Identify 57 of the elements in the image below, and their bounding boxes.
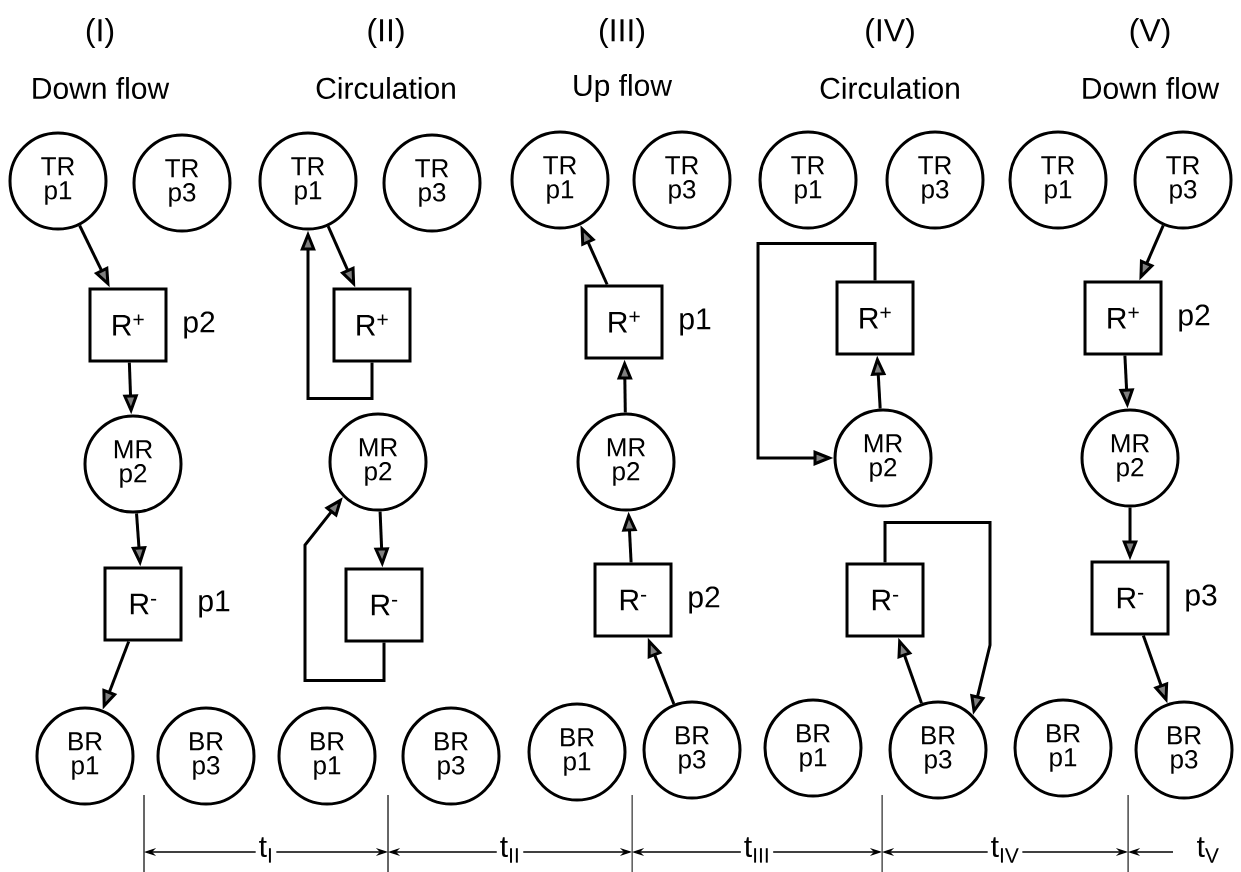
circle-node: BR p1 (763, 698, 863, 798)
dimension-label: t$_{IV}$ (987, 834, 1023, 866)
circle-node: TR p1 (758, 130, 858, 230)
circle-node: BR p3 (1134, 700, 1234, 800)
side-label: p1 (680, 308, 711, 336)
column-title: Up flow (574, 74, 673, 102)
circle-node: BR p3 (642, 700, 742, 800)
circle-node: BR p3 (156, 706, 256, 806)
circle-node: BR p1 (527, 702, 627, 802)
column-title: Circulation (820, 77, 959, 99)
dimension-label: t$_{I}$ (255, 834, 277, 866)
circle-node: MR p2 (83, 414, 183, 514)
circle-node: BR p1 (277, 706, 377, 806)
box-node: R$^{-}$ (344, 567, 424, 643)
box-node: R$^{+}$ (332, 287, 412, 363)
circle-node: TR p1 (1008, 130, 1108, 230)
side-label: p2 (689, 586, 720, 614)
box-node: R$^{+}$ (584, 284, 664, 360)
circle-node: MR p2 (833, 408, 933, 508)
box-node: R$^{-}$ (103, 566, 183, 642)
column-number: (II) (368, 18, 404, 48)
box-node: R$^{-}$ (845, 562, 925, 638)
circle-node: TR p3 (885, 130, 985, 230)
column-number: (IV) (866, 18, 914, 48)
circle-node: BR p1 (35, 706, 135, 806)
box-node: R$^{-}$ (593, 562, 673, 638)
side-label: p3 (1186, 584, 1217, 612)
column-title: Circulation (316, 77, 455, 99)
box-node: R$^{+}$ (835, 280, 915, 356)
arrow (756, 242, 877, 466)
circle-node: BR p1 (1013, 698, 1113, 798)
circle-node: TR p3 (632, 130, 732, 230)
circle-node: TR p1 (258, 131, 358, 231)
column-number: (I) (86, 18, 114, 48)
circle-node: TR p3 (1133, 130, 1233, 230)
side-label: p2 (1179, 304, 1210, 332)
dimension-label: t$_{II}$ (496, 834, 524, 866)
side-label: p2 (184, 311, 215, 339)
circle-node: TR p1 (510, 130, 610, 230)
circle-node: MR p2 (1080, 408, 1180, 508)
box-node: R$^{+}$ (1083, 280, 1163, 356)
circle-node: TR p1 (8, 131, 108, 231)
column-title: Down flow (33, 77, 170, 99)
circle-node: BR p3 (888, 700, 988, 800)
circle-node: MR p2 (576, 412, 676, 512)
dimension-label: t$_{V}$ (1193, 834, 1223, 866)
column-number: (V) (1130, 18, 1170, 48)
circle-node: TR p3 (382, 133, 482, 233)
side-label: p1 (199, 590, 230, 618)
dimension-label: t$_{III}$ (740, 834, 774, 866)
box-node: R$^{-}$ (1090, 560, 1170, 636)
circle-node: TR p3 (132, 133, 232, 233)
circle-node: MR p2 (328, 412, 428, 512)
box-node: R$^{+}$ (88, 287, 168, 363)
column-title: Down flow (1083, 77, 1220, 99)
column-number: (III) (600, 18, 645, 48)
circle-node: BR p3 (401, 706, 501, 806)
